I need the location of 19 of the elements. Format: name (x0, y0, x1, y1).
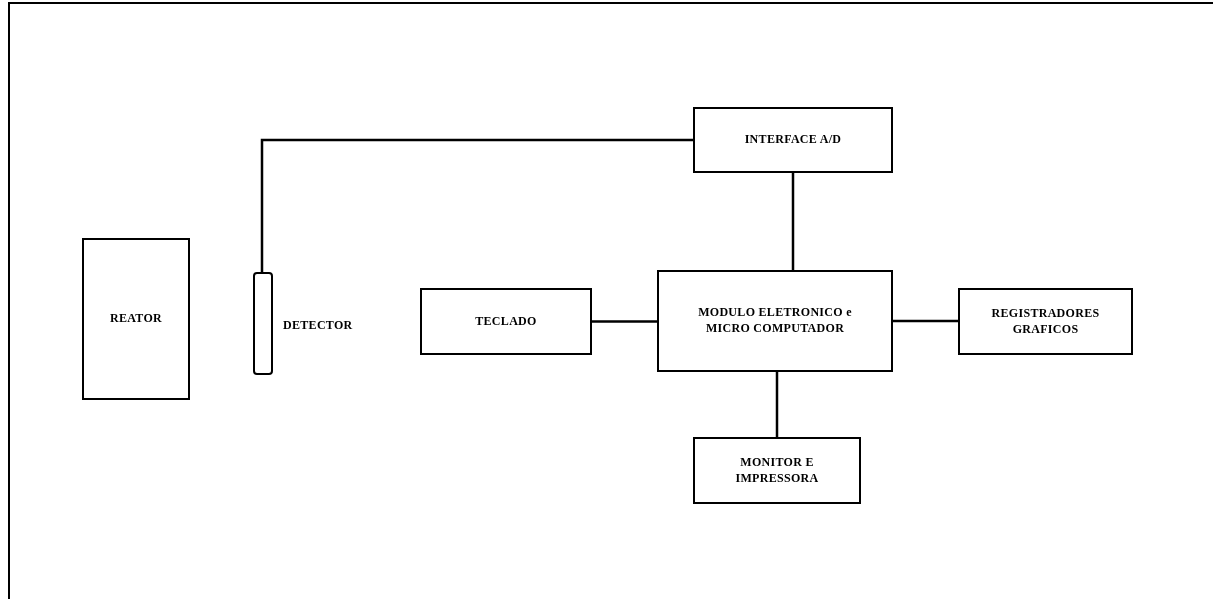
block-label: TECLADO (475, 313, 537, 330)
block-box (657, 270, 893, 372)
block-box (958, 288, 1133, 355)
connector-line (791, 173, 795, 270)
detector-bar (253, 272, 273, 375)
block-label: INTERFACE A/D (744, 132, 842, 148)
block-box (693, 437, 861, 504)
block-box (82, 238, 190, 400)
connector-line (592, 320, 657, 323)
connector-line (260, 138, 693, 272)
block-label: REGISTRADORES GRAFICOS (990, 305, 1101, 338)
block-box (420, 288, 592, 355)
connector-line (775, 372, 779, 437)
block-label: MONITOR E IMPRESSORA (734, 454, 820, 487)
block-box (693, 107, 893, 173)
block-label: REATOR (109, 311, 162, 327)
detector-label: DETECTOR (283, 316, 353, 334)
block-label: MODULO ELETRONICO e MICRO COMPUTADOR (697, 305, 853, 337)
connector-line (893, 319, 958, 323)
